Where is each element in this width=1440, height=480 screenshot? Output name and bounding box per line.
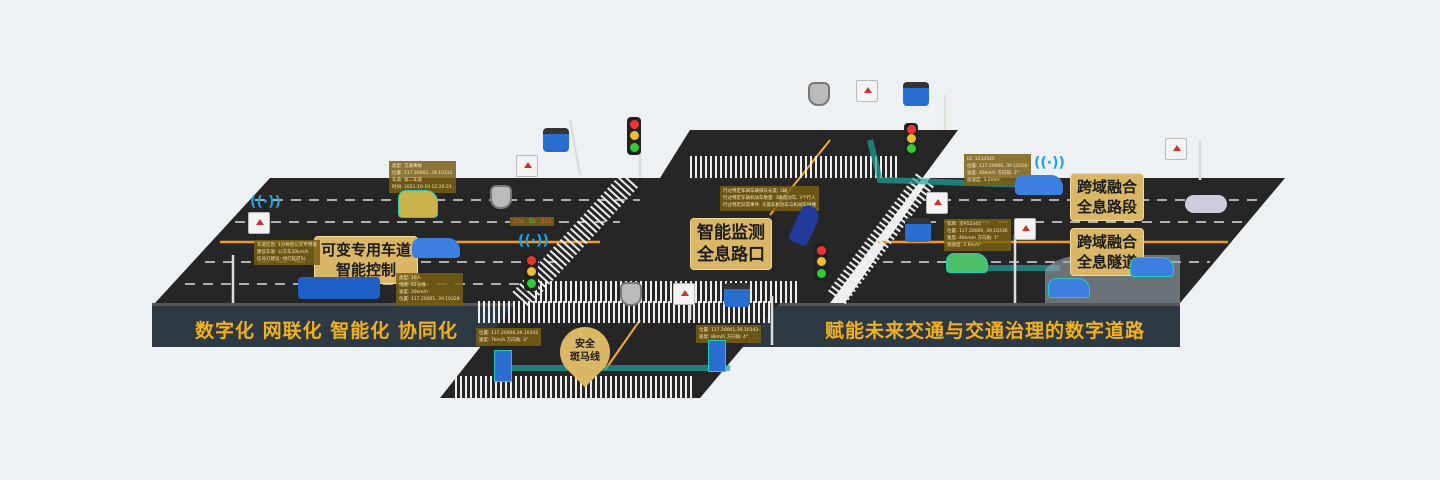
roadside-unit-icon xyxy=(1165,138,1187,160)
intersection xyxy=(500,130,958,303)
slogan-right: 赋能未来交通与交通治理的数字道路 xyxy=(825,320,1146,342)
badge-holographic-tunnel: 跨域融合全息隧道 xyxy=(1070,228,1145,276)
traffic-light-icon xyxy=(627,117,641,155)
pedestrian-icon xyxy=(708,340,726,372)
badge-holographic-intersection: 智能监测全息路口 xyxy=(690,218,772,270)
car-icon xyxy=(1048,278,1090,298)
roadside-unit-icon xyxy=(1014,218,1036,240)
slogan-left: 数字化 网联化 智能化 协同化 xyxy=(195,320,458,342)
roadside-unit-icon xyxy=(926,192,948,214)
dome-camera-icon xyxy=(620,282,642,306)
lidar-icon xyxy=(903,82,929,106)
traffic-light-icon xyxy=(904,123,918,155)
traffic-light-icon xyxy=(814,243,828,281)
pedestrian-icon xyxy=(494,350,512,382)
roadside-unit-icon xyxy=(516,155,538,177)
dome-camera-icon xyxy=(490,185,512,209)
car-icon xyxy=(1015,175,1063,195)
badge-holographic-segment: 跨域融合全息路段 xyxy=(1070,173,1145,221)
lidar-icon xyxy=(724,283,750,307)
car-icon xyxy=(412,238,460,258)
wifi-icon: ((·)) xyxy=(250,194,281,210)
accident-car-icon xyxy=(398,190,438,218)
car-icon xyxy=(946,253,988,273)
car-icon xyxy=(1130,257,1174,277)
wifi-icon: ((·)) xyxy=(1034,155,1065,171)
crosswalk-label: 安全斑马线 xyxy=(570,339,600,363)
wifi-icon: ((·)) xyxy=(518,233,549,249)
dome-camera-icon xyxy=(808,82,830,106)
fog-cloud-icon xyxy=(1185,195,1227,213)
lidar-icon xyxy=(543,128,569,152)
lidar-icon xyxy=(905,218,931,242)
traffic-light-icon xyxy=(524,253,538,291)
bus-icon xyxy=(298,277,380,299)
roadside-unit-icon xyxy=(248,212,270,234)
roadside-unit-icon xyxy=(856,80,878,102)
roadside-unit-icon xyxy=(673,283,695,305)
